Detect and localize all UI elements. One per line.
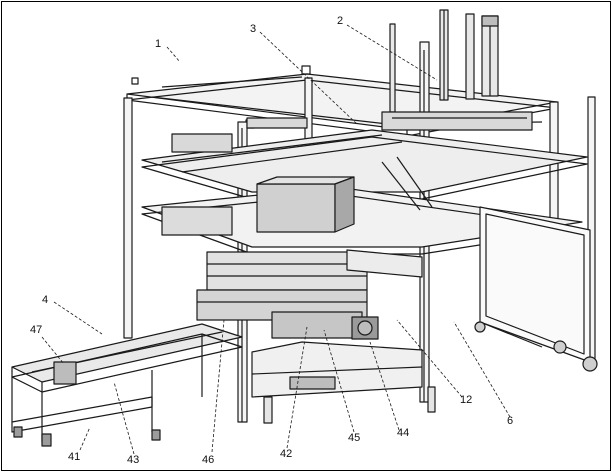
leader-lines	[41, 24, 511, 455]
lifting-columns	[389, 9, 499, 113]
callout-42: 42	[280, 448, 293, 460]
roller-conveyor	[11, 323, 243, 447]
gripper-assembly	[196, 249, 423, 340]
base-platform	[251, 341, 436, 424]
callout-1: 1	[155, 38, 162, 50]
callout-4: 4	[42, 294, 49, 306]
middle-deck	[141, 111, 588, 200]
callout-47: 47	[30, 324, 43, 336]
lower-deck	[141, 156, 583, 255]
callout-45: 45	[348, 432, 361, 444]
callout-6: 6	[507, 415, 514, 427]
callout-12: 12	[460, 394, 473, 406]
callout-3: 3	[250, 23, 257, 35]
callout-46: 46	[202, 454, 215, 466]
callout-44: 44	[397, 427, 410, 439]
callout-2: 2	[337, 15, 344, 27]
right-panel	[474, 206, 598, 372]
callout-41: 41	[68, 451, 81, 463]
callout-43: 43	[127, 454, 140, 466]
